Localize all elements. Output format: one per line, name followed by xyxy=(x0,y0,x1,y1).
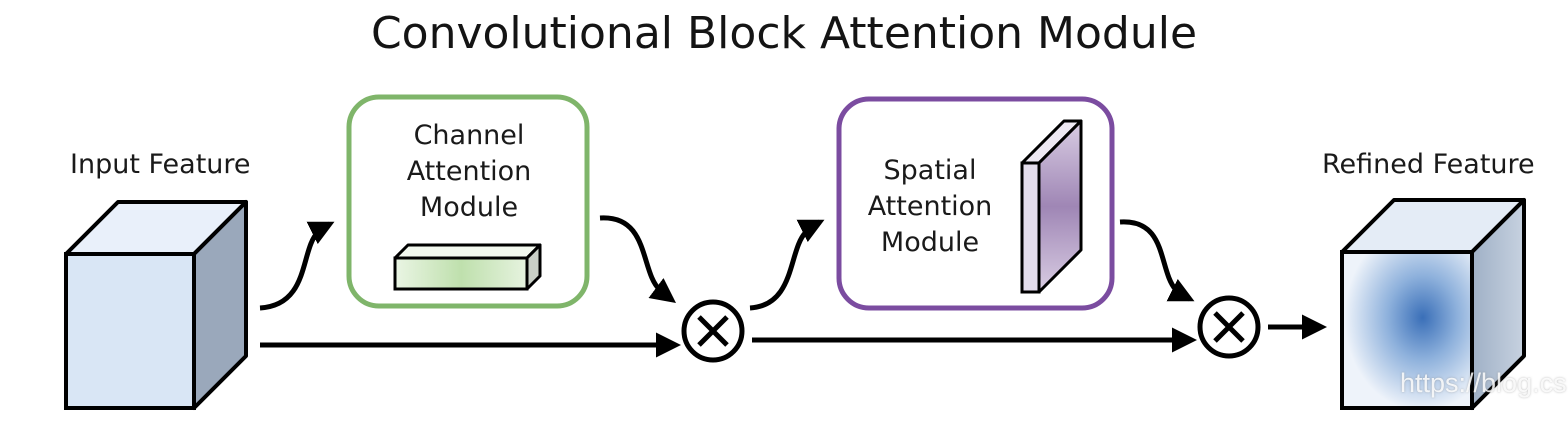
arrow-channel-to-multiply1 xyxy=(599,215,676,304)
channel-map-bar-icon xyxy=(393,243,542,291)
spatial-module-line1: Spatial xyxy=(883,155,977,186)
input-feature-label: Input Feature xyxy=(70,149,251,180)
multiply-icon xyxy=(1197,295,1261,359)
refined-feature-label: Refined Feature xyxy=(1322,149,1535,180)
spatial-module-line2: Attention xyxy=(867,191,993,222)
refined-feature-cube-icon xyxy=(1340,198,1526,410)
watermark: https://blog.cs xyxy=(1400,368,1567,398)
multiply-icon xyxy=(681,299,745,363)
spatial-module-line3: Module xyxy=(880,227,980,258)
input-feature-cube-icon xyxy=(64,200,248,410)
channel-module-line2: Attention xyxy=(406,156,532,187)
arrow-input-to-channel xyxy=(259,221,335,311)
spatial-map-slab-icon xyxy=(1020,119,1083,294)
spatial-module-label: Spatial Attention Module xyxy=(840,153,1020,261)
channel-module-label: Channel Attention Module xyxy=(369,118,569,226)
arrow-spatial-to-multiply2 xyxy=(1119,219,1195,302)
channel-module-line1: Channel xyxy=(413,120,525,151)
arrow-multiply1-to-spatial xyxy=(749,219,825,311)
channel-module-line3: Module xyxy=(419,192,519,223)
diagram-title: Convolutional Block Attention Module xyxy=(370,8,1198,59)
